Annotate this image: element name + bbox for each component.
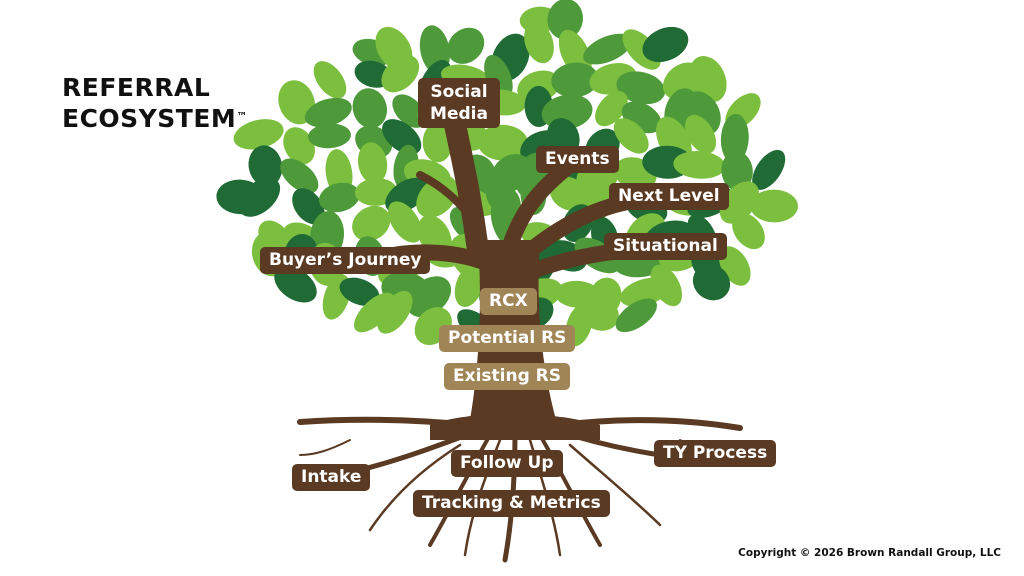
leaf (616, 71, 666, 105)
label-situational: Situational (604, 233, 727, 260)
label-social-media: Social Media (418, 78, 500, 128)
branch-small-left (416, 171, 484, 234)
leaf (447, 27, 485, 64)
leaf (292, 188, 325, 225)
leaf (692, 264, 731, 301)
label-next-level: Next Level (609, 183, 729, 210)
leaf (422, 122, 453, 163)
leaf (719, 181, 760, 224)
root-left-mid (357, 427, 483, 473)
leaf (352, 88, 388, 129)
label-buyers-journey: Buyer’s Journey (260, 247, 431, 274)
leaf (358, 142, 388, 184)
leaf (642, 26, 689, 63)
leaf (477, 124, 528, 161)
label-rcx: RCX (480, 288, 537, 315)
leaf (381, 55, 420, 93)
copyright-notice: Copyright © 2026 Brown Randall Group, LL… (738, 547, 1001, 559)
leaf (274, 266, 317, 303)
leaf (308, 123, 351, 149)
leaf (615, 298, 657, 333)
leaf (673, 151, 726, 179)
leaf (684, 114, 717, 154)
leaf (578, 295, 619, 331)
label-ty-process: TY Process (654, 440, 777, 467)
root-thin-2 (568, 443, 662, 527)
title-line-2-text: ECOSYSTEM (62, 104, 237, 133)
leaf (238, 177, 281, 217)
leaf (248, 145, 283, 187)
leaf (283, 127, 315, 165)
diagram-title: REFERRAL ECOSYSTEM™ (62, 72, 248, 134)
root-thin-1 (368, 443, 462, 532)
label-existing-rs: Existing RS (444, 363, 571, 390)
title-line-2: ECOSYSTEM™ (62, 103, 248, 134)
label-events: Events (536, 146, 619, 173)
label-follow-up: Follow Up (451, 450, 563, 477)
leaf (613, 118, 649, 154)
trademark-mark: ™ (236, 110, 248, 123)
label-potential-rs: Potential RS (439, 325, 576, 352)
leaf (583, 33, 632, 65)
leaf (387, 201, 423, 243)
leaf (352, 205, 391, 242)
leaf (392, 94, 426, 128)
leaf (650, 264, 683, 307)
leaf (547, 0, 583, 40)
leaf (304, 97, 352, 128)
leaf (416, 175, 458, 218)
leaf (313, 61, 347, 99)
leaf (406, 276, 452, 318)
leaf (732, 213, 765, 250)
root-thin-5 (299, 439, 351, 456)
leaf (354, 292, 395, 333)
leaf (454, 264, 484, 307)
label-tracking-metrics: Tracking & Metrics (413, 490, 610, 517)
title-line-1: REFERRAL (62, 73, 211, 102)
leaf (233, 119, 284, 150)
leaf (318, 182, 360, 213)
leaf (339, 277, 380, 306)
leaf (752, 149, 786, 190)
leaf (721, 151, 753, 191)
leaf (524, 21, 554, 64)
leaf (377, 290, 413, 334)
leaf (595, 90, 628, 127)
label-intake: Intake (292, 464, 371, 491)
leaf (720, 113, 749, 164)
root-left-long (297, 416, 473, 428)
leaf (549, 176, 589, 211)
leaf (689, 55, 727, 103)
leaf (280, 158, 319, 194)
leaf (551, 62, 599, 98)
root-right-long (557, 417, 743, 431)
leaf (750, 189, 798, 223)
